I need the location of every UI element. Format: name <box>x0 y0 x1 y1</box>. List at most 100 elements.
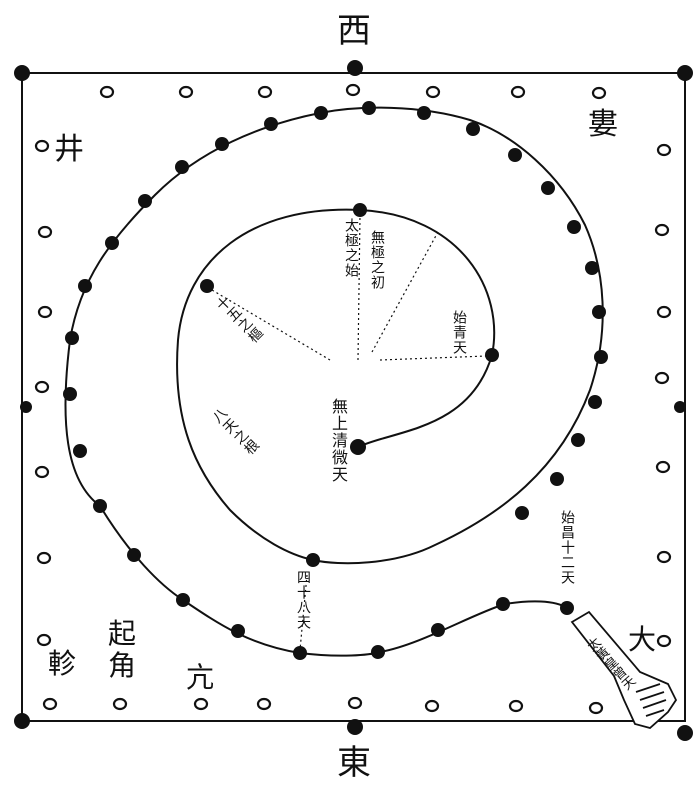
spiral-star <box>176 593 190 607</box>
border-dots <box>34 83 672 715</box>
outer-right-label: 始昌十二天 <box>559 510 575 585</box>
spiral-star <box>314 106 328 120</box>
spiral-star <box>417 106 431 120</box>
spiral-star <box>105 236 119 250</box>
spiral-star <box>515 506 529 520</box>
spiral-star <box>496 597 510 611</box>
pagoda-shape <box>570 610 678 729</box>
border-dot <box>37 225 53 239</box>
radial-line <box>357 214 361 361</box>
direction-west: 西 <box>337 11 371 51</box>
spiral-star <box>592 305 606 319</box>
spiral-star <box>306 553 320 567</box>
radial-line <box>379 355 488 361</box>
border-dot <box>510 85 526 99</box>
mid-dot-bottom <box>347 719 363 735</box>
label-qi: 起 <box>108 617 137 650</box>
spiral-star <box>200 279 214 293</box>
frame-anchors <box>14 60 693 741</box>
spiral-star <box>541 181 555 195</box>
border-dot <box>34 380 50 394</box>
spiral-star <box>293 646 307 660</box>
constellation-kang: 亢 <box>186 661 215 694</box>
border-dot <box>654 223 670 237</box>
spiral-star <box>350 439 366 455</box>
corner-dot <box>14 65 30 81</box>
border-dot <box>34 465 50 479</box>
constellation-zhen: 軫 <box>48 647 77 680</box>
spiral-star <box>175 160 189 174</box>
border-dot <box>591 86 607 100</box>
spiral-star <box>508 148 522 162</box>
border-dot <box>36 633 52 647</box>
spiral-star <box>550 472 564 486</box>
mid-dot-left <box>20 401 32 413</box>
inner-label-2: 無極之初 <box>369 230 385 290</box>
border-dot <box>112 697 128 711</box>
border-dot <box>37 305 53 319</box>
border-dot <box>425 85 441 99</box>
border-dot <box>34 139 50 153</box>
border-dot <box>99 85 115 99</box>
spiral-star <box>65 331 79 345</box>
inner-label-right: 始青天 <box>451 310 467 355</box>
spiral-star <box>231 624 245 638</box>
spiral-star <box>560 601 574 615</box>
spiral-star <box>371 645 385 659</box>
spiral-star <box>567 220 581 234</box>
spiral-star <box>466 122 480 136</box>
border-dot <box>654 371 670 385</box>
spiral-star <box>588 395 602 409</box>
spiral-star <box>571 433 585 447</box>
mid-dot-top <box>347 60 363 76</box>
center-heaven-label: 無上清微天 <box>329 398 348 483</box>
direction-east: 東 <box>337 743 371 783</box>
spiral-star <box>78 279 92 293</box>
border-dot <box>257 85 273 99</box>
lower-middle-label: 四十八天 <box>295 570 311 630</box>
constellation-lou: 婁 <box>588 107 618 142</box>
pagoda-body <box>570 610 678 729</box>
border-dot <box>588 701 604 715</box>
spiral-star <box>485 348 499 362</box>
spiral-path <box>64 106 604 657</box>
border-dot <box>655 460 671 474</box>
corner-dot <box>14 713 30 729</box>
border-dot <box>178 85 194 99</box>
spiral-star <box>353 203 367 217</box>
border-dot <box>656 550 672 564</box>
border-dot <box>656 143 672 157</box>
spiral-star <box>264 117 278 131</box>
spiral-stars <box>63 101 608 660</box>
border-dot <box>347 696 363 710</box>
border-dot <box>656 305 672 319</box>
spiral-star <box>215 137 229 151</box>
spiral-star <box>431 623 445 637</box>
border-dot <box>42 697 58 711</box>
spiral-star <box>585 261 599 275</box>
spiral-star <box>127 548 141 562</box>
radial-lines <box>211 214 488 651</box>
mid-dot-right <box>674 401 686 413</box>
border-dot <box>508 699 524 713</box>
spiral-star <box>93 499 107 513</box>
pagoda-hatch <box>635 683 667 717</box>
spiral-star <box>138 194 152 208</box>
spiral-star <box>362 101 376 115</box>
border-dot <box>656 634 672 648</box>
spiral-star <box>594 350 608 364</box>
label-jiao: 角 <box>108 649 137 682</box>
spiral-star <box>63 387 77 401</box>
mark-da: 大 <box>628 623 657 656</box>
border-dot <box>36 551 52 565</box>
border-dot <box>193 697 209 711</box>
border-dot <box>256 697 272 711</box>
inner-label-1: 太極之始 <box>343 218 359 278</box>
border-dot <box>345 83 361 97</box>
spiral-star <box>73 444 87 458</box>
constellation-jing: 井 <box>54 132 84 167</box>
corner-dot <box>677 725 693 741</box>
border-dot <box>424 699 440 713</box>
